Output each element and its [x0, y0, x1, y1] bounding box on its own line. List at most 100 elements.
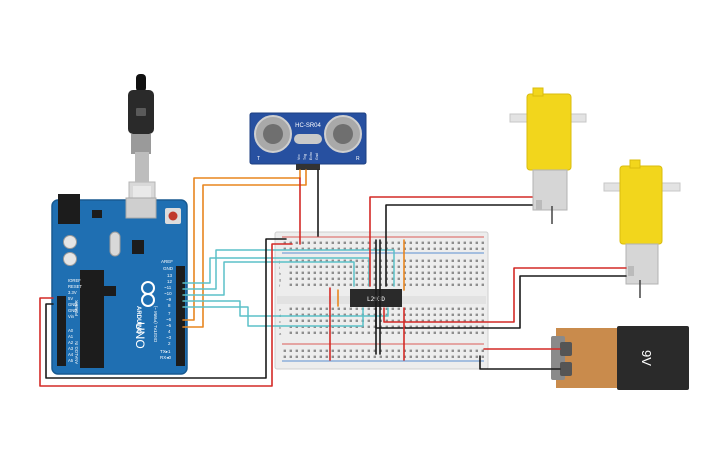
arduino-model: UNO [133, 322, 147, 349]
usb-jack [125, 197, 157, 219]
pin-gnd-1: GND [68, 302, 77, 307]
wire-gnd-black[interactable] [45, 238, 287, 379]
wire-cyan-1[interactable] [182, 257, 370, 287]
battery-terminal-pos [560, 342, 572, 356]
dc-motor-1 [509, 87, 587, 224]
pin-5: ~5 [166, 323, 172, 328]
wire-battery-black[interactable] [479, 355, 561, 370]
terminal-strip-bottom [286, 306, 484, 336]
top-power-rail [282, 239, 484, 251]
hc-sr04-sensor: HC-SR04 T R Vcc Trig Echo Gnd [249, 112, 367, 170]
capacitor-1 [63, 235, 77, 249]
pin-12: 12 [167, 279, 173, 284]
usb-metal-shell [135, 152, 149, 182]
pin-vin: Vin [68, 314, 75, 319]
row-letter-i: i [279, 265, 280, 270]
pin-a1: A1 [68, 334, 74, 339]
battery-black-body [617, 326, 689, 390]
pin-aref: AREF [161, 259, 173, 264]
wire-orange-trig[interactable] [182, 169, 301, 321]
pin-13: 13 [167, 273, 173, 278]
sensor-crystal [294, 134, 322, 144]
arduino-uno-board: AREF GND 13 12 ~11 ~10 ~9 8 7 ~6 ~5 4 ~3… [51, 194, 188, 375]
battery-terminal-neg [560, 362, 572, 376]
pin-gnd-2: GND [68, 308, 77, 313]
usb-logo-icon [136, 108, 146, 116]
row-letter-g: g [279, 277, 281, 282]
sensor-pin-vcc: Vcc [297, 154, 301, 160]
motor-2-terminal [628, 266, 634, 276]
pin-9: ~9 [166, 297, 172, 302]
bottom-power-rail [282, 346, 484, 358]
analog-label: ANALOG IN [74, 341, 79, 364]
pin-11: ~11 [164, 285, 172, 290]
pin-6: ~6 [166, 317, 172, 322]
pin-tx: TX▸1 [160, 349, 171, 354]
arduino-logo-icon [141, 281, 155, 307]
pin-7: 7 [168, 311, 171, 316]
wire-motor1-black[interactable] [385, 204, 533, 287]
wire-motor1-red[interactable] [369, 196, 533, 287]
battery-copper-end [556, 328, 618, 388]
pin-3: ~3 [166, 335, 172, 340]
motor-1-gearbox [526, 93, 572, 171]
pin-8: 8 [168, 303, 171, 308]
sensor-header [296, 164, 320, 170]
dc-motor-2 [603, 159, 681, 298]
row-letter-c: c [279, 319, 281, 324]
sensor-pin-trig: Trig [303, 154, 307, 160]
pin-ioref: IOREF [68, 278, 81, 283]
pin-5v: 5V [68, 296, 73, 301]
digital-pin-labels: AREF GND 13 12 ~11 ~10 ~9 8 7 ~6 ~5 4 ~3… [160, 259, 174, 360]
battery-9v: 9V [551, 326, 689, 390]
arduino-brand: ARDUINO [135, 306, 141, 334]
sensor-pin-echo: Echo [309, 152, 313, 160]
motor-2-gearbox [619, 165, 663, 245]
sensor-mark-r: R [356, 156, 360, 162]
motor-2-tab [629, 159, 641, 169]
capacitor-2 [63, 252, 77, 266]
sensor-pin-gnd: Gnd [315, 153, 319, 160]
motor-1-tab [532, 87, 544, 97]
wire-cyan-2[interactable] [182, 249, 395, 290]
pin-a0: A0 [68, 328, 74, 333]
motor-2-body [625, 243, 659, 285]
pin-reset: RESET [68, 284, 82, 289]
transmitter-mesh [263, 124, 283, 144]
row-letter-b: b [279, 325, 282, 330]
pin-a2: A2 [68, 340, 74, 345]
wire-cyan-4[interactable] [182, 300, 389, 317]
pin-a5: A5 [68, 358, 74, 363]
row-letter-f: f [279, 283, 281, 288]
pin-rx: RX◂0 [160, 355, 172, 360]
power-label: POWER [74, 300, 79, 316]
wire-cyan-3[interactable] [182, 261, 355, 296]
wire-cyan-5[interactable] [182, 306, 364, 327]
row-letter-a: a [279, 331, 282, 336]
usb-cable [128, 74, 156, 217]
pin-10: ~10 [164, 291, 172, 296]
sensor-pin-labels: Vcc Trig Echo Gnd [297, 152, 319, 160]
atmega-chip [80, 270, 104, 368]
wire-orange-echo[interactable] [182, 169, 307, 328]
motor-1-terminal [536, 200, 542, 210]
terminal-strip-top [286, 258, 484, 288]
wire-motor2-red[interactable] [383, 267, 627, 323]
power-pin-labels: IOREF RESET 3.3V 5V GND GND Vin A0 A1 A2… [68, 278, 82, 363]
pin-gnd: GND [163, 266, 174, 271]
digital-label: DIGITAL (PWM ~) [153, 305, 158, 342]
digital-header [176, 266, 185, 366]
battery-label: 9V [639, 350, 654, 366]
usb-plug-neck [131, 134, 151, 154]
pin-4: 4 [168, 329, 171, 334]
receiver-mesh [333, 124, 353, 144]
wire-5v-red[interactable] [39, 243, 293, 387]
wires [39, 169, 627, 387]
small-ic [92, 210, 102, 218]
power-jack [58, 194, 80, 224]
sensor-label: HC-SR04 [295, 123, 321, 129]
pin-3v3: 3.3V [68, 290, 77, 295]
reset-button-cap[interactable] [168, 211, 178, 221]
